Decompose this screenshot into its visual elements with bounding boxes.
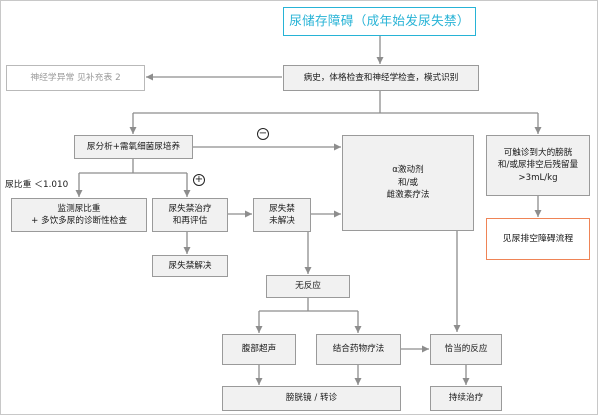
cystoscopy-referral-box: 膀胱镜 / 转诊 <box>222 386 401 411</box>
monitor-box: 监测尿比重 + 多饮多尿的诊断性检查 <box>11 198 147 232</box>
no-response-box: 无反应 <box>266 275 350 298</box>
treat-reevaluate-box: 尿失禁治疗 和再评估 <box>152 198 228 232</box>
diagram-title: 尿储存障碍（成年始发尿失禁） <box>283 7 476 36</box>
positive-symbol: + <box>193 174 205 186</box>
retention-reference-box: 见尿排空障碍流程 <box>486 218 590 260</box>
unresolved-box: 尿失禁 未解决 <box>253 198 311 232</box>
neuro-reference-box: 神经学异常 见补充表 2 <box>6 65 145 91</box>
alpha-agonist-box: α激动剂 和/或 雌激素疗法 <box>342 135 474 231</box>
urinalysis-box: 尿分析+需氧细菌尿培养 <box>74 135 193 159</box>
history-exam-box: 病史，体格检查和神经学检查，模式识别 <box>283 65 479 91</box>
abdominal-ultrasound-box: 腹部超声 <box>222 334 296 365</box>
palpable-bladder-box: 可触诊到大的膀胱 和/或尿排空后残留量 >3mL/kg <box>486 135 590 196</box>
combination-therapy-box: 结合药物疗法 <box>316 334 401 365</box>
specific-gravity-label: 尿比重 ＜1.010 <box>5 180 69 190</box>
continue-treatment-box: 持续治疗 <box>430 386 502 411</box>
negative-symbol: − <box>257 128 269 140</box>
resolved-box: 尿失禁解决 <box>152 255 228 277</box>
appropriate-response-box: 恰当的反应 <box>430 334 502 365</box>
